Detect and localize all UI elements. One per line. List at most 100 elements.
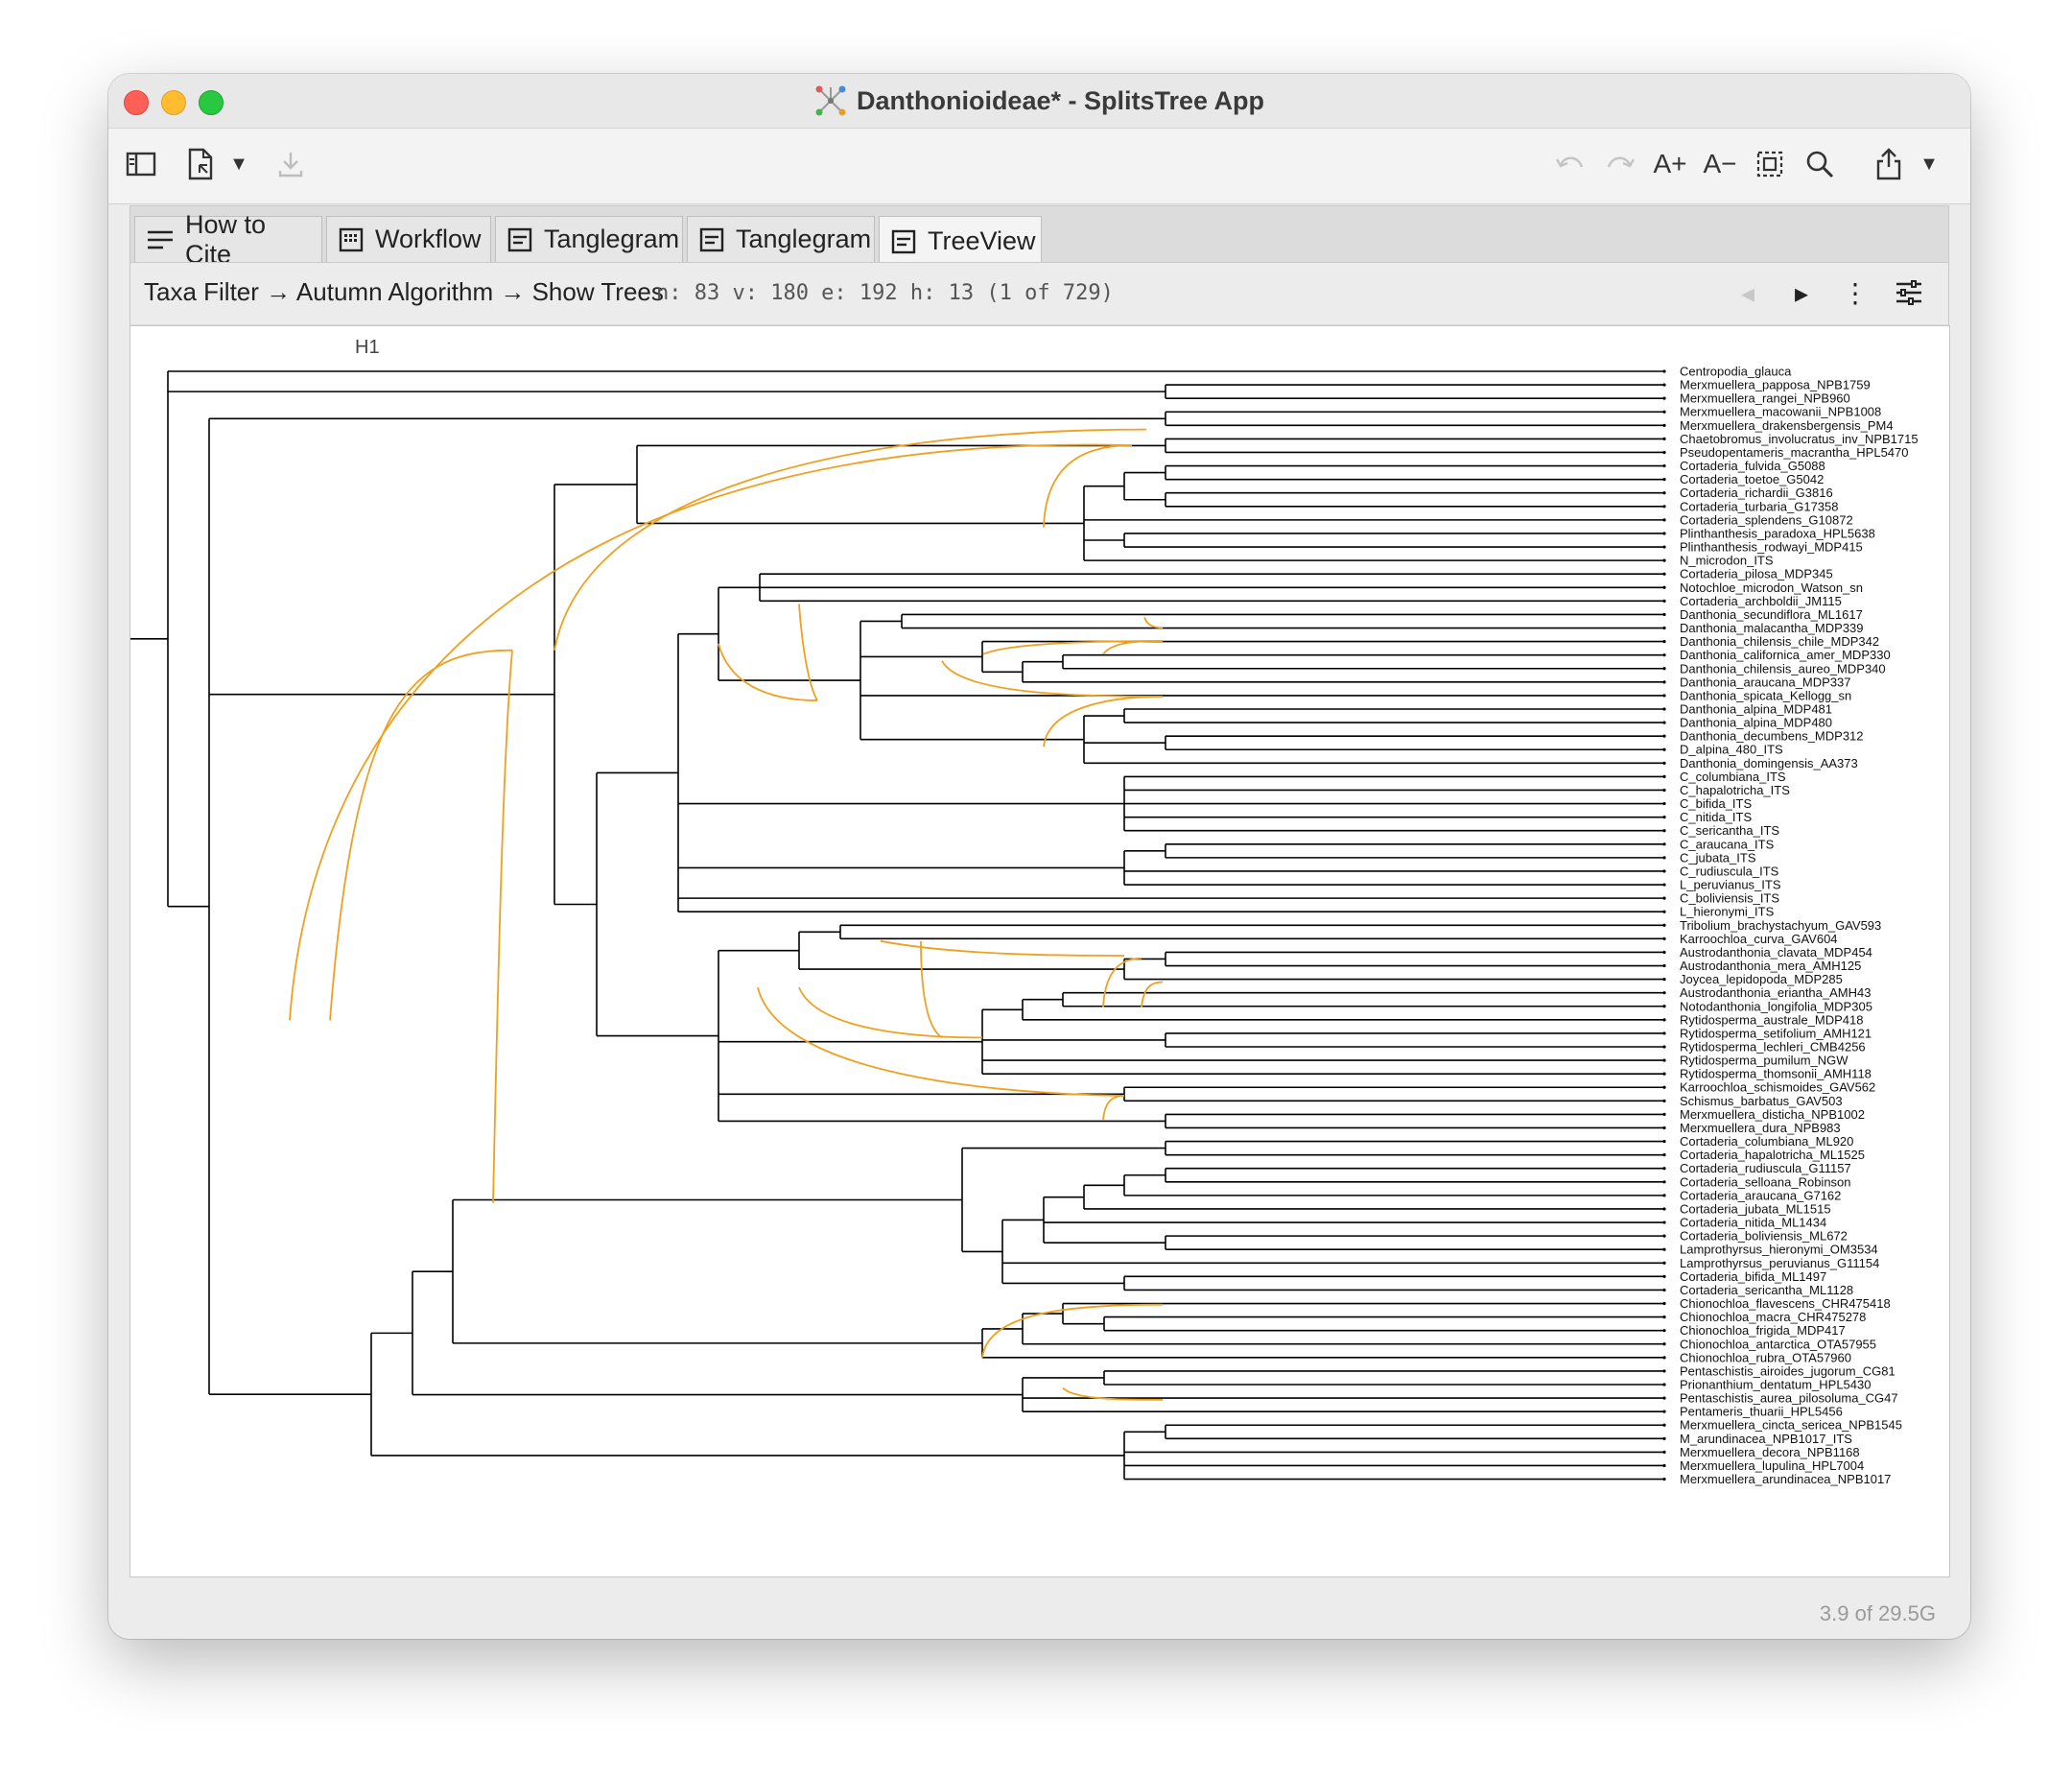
tab-label: TreeView [928, 226, 1036, 255]
taxon-label: Plinthanthesis_rodwayi_MDP415 [1680, 540, 1863, 555]
taxon-label: C_sericantha_ITS [1680, 823, 1779, 838]
reticulate-edge [718, 643, 818, 701]
taxon-label: L_peruvianus_ITS [1680, 878, 1781, 892]
breadcrumb: Taxa Filter → Autumn Algorithm → Show Tr… [144, 277, 664, 306]
taxon-label: Merxmuellera_dura_NPB983 [1680, 1121, 1841, 1135]
taxon-label: Rytidosperma_lechleri_CMB4256 [1680, 1040, 1866, 1054]
reticulate-edge [982, 640, 1164, 655]
taxon-label: Cortaderia_bifida_ML1497 [1680, 1269, 1826, 1284]
taxon-label: D_alpina_480_ITS [1680, 743, 1783, 757]
tab-tanglegram-1[interactable]: Tanglegram [495, 216, 683, 262]
taxon-label: Austrodanthonia_mera_AMH125 [1680, 959, 1861, 973]
taxon-label: Cortaderia_fulvida_G5088 [1680, 459, 1825, 473]
taxon-label: C_rudiuscula_ITS [1680, 864, 1779, 878]
zoom-window-button[interactable] [199, 90, 224, 115]
taxon-label: Cortaderia_pilosa_MDP345 [1680, 567, 1833, 581]
taxon-label: Schismus_barbatus_GAV503 [1680, 1094, 1843, 1108]
redo-icon[interactable] [1601, 145, 1639, 183]
taxon-label: Cortaderia_rudiuscula_G11157 [1680, 1161, 1851, 1175]
taxon-label: Merxmuellera_macowanii_NPB1008 [1680, 405, 1881, 419]
app-window: Danthonioideae* - SplitsTree App ▼ A+ A− [108, 74, 1970, 1639]
taxon-label: Chaetobromus_involucratus_inv_NPB1715 [1680, 432, 1919, 446]
format-settings-icon[interactable] [1891, 272, 1927, 313]
title-bar[interactable]: Danthonioideae* - SplitsTree App [108, 74, 1970, 129]
font-increase-icon[interactable]: A+ [1653, 149, 1687, 178]
taxon-label: Cortaderia_jubata_ML1515 [1680, 1201, 1831, 1216]
taxon-label: Merxmuellera_papposa_NPB1759 [1680, 378, 1871, 392]
document-icon [507, 227, 532, 251]
taxon-label: Danthonia_alpina_MDP481 [1680, 702, 1832, 717]
tab-label: Tanglegram [736, 225, 872, 253]
download-icon[interactable] [271, 145, 310, 183]
taxon-label: Rytidosperma_australe_MDP418 [1680, 1012, 1863, 1027]
taxon-label: C_araucana_ITS [1680, 837, 1775, 851]
chevron-down-icon[interactable]: ▼ [1919, 153, 1939, 175]
taxon-label: Chionochloa_frigida_MDP417 [1680, 1323, 1846, 1338]
taxon-label: Danthonia_californica_amer_MDP330 [1680, 648, 1891, 662]
minimize-window-button[interactable] [161, 90, 186, 115]
reticulate-edge [757, 986, 1125, 1097]
taxon-label: Merxmuellera_rangei_NPB960 [1680, 391, 1850, 406]
taxon-label: C_nitida_ITS [1680, 810, 1752, 824]
taxon-label: Danthonia_malacantha_MDP339 [1680, 621, 1864, 635]
taxon-label: Austrodanthonia_clavata_MDP454 [1680, 945, 1872, 960]
taxon-label: L_hieronymi_ITS [1680, 905, 1775, 919]
taxon-label: Pentaschistis_airoides_jugorum_CG81 [1680, 1363, 1895, 1378]
close-window-button[interactable] [124, 90, 149, 115]
taxon-label: Danthonia_chilensis_aureo_MDP340 [1680, 661, 1886, 675]
taxon-label: Cortaderia_archboldii_JM115 [1680, 594, 1842, 608]
tab-area: How to Cite Workflow Tanglegram Tanglegr… [130, 205, 1949, 326]
tab-workflow[interactable]: Workflow [326, 216, 491, 262]
new-file-icon[interactable] [181, 145, 220, 183]
reticulate-edge [798, 986, 983, 1039]
tab-label: Tanglegram [544, 225, 680, 253]
workflow-icon [339, 227, 364, 251]
sidebar-icon[interactable] [122, 145, 160, 183]
taxon-label: Chionochloa_rubra_OTA57960 [1680, 1350, 1851, 1364]
taxon-label: Cortaderia_araucana_G7162 [1680, 1188, 1841, 1202]
taxon-label: Austrodanthonia_eriantha_AMH43 [1680, 985, 1871, 1000]
toolbar: ▼ A+ A− ▼ [108, 129, 1970, 204]
taxon-label: Chionochloa_flavescens_CHR475418 [1680, 1296, 1891, 1311]
taxon-label: Rytidosperma_thomsonii_AMH118 [1680, 1067, 1872, 1081]
undo-icon[interactable] [1551, 145, 1589, 183]
taxon-label: Cortaderia_columbiana_ML920 [1680, 1134, 1853, 1149]
phylogenetic-network[interactable]: H1Centropodia_glaucaMerxmuellera_papposa… [130, 326, 1949, 1576]
taxon-label: Cortaderia_splendens_G10872 [1680, 512, 1853, 527]
font-decrease-icon[interactable]: A− [1703, 149, 1737, 178]
more-options-icon[interactable]: ⋮ [1842, 277, 1869, 308]
taxon-label: Merxmuellera_decora_NPB1168 [1680, 1445, 1860, 1459]
taxon-label: Danthonia_secundiflora_ML1617 [1680, 607, 1863, 622]
taxon-label: Tribolium_brachystachyum_GAV593 [1680, 918, 1881, 933]
treeview-header: Taxa Filter → Autumn Algorithm → Show Tr… [130, 262, 1948, 324]
taxon-label: Danthonia_araucana_MDP337 [1680, 675, 1851, 689]
reticulate-edge [1143, 616, 1164, 629]
taxon-label: Cortaderia_hapalotricha_ML1525 [1680, 1148, 1865, 1162]
document-icon [891, 229, 916, 253]
taxon-label: Cortaderia_toetoe_G5042 [1680, 472, 1824, 486]
next-tree-icon[interactable]: ▸ [1794, 277, 1809, 308]
chevron-down-icon[interactable]: ▼ [229, 153, 248, 175]
taxon-label: Merxmuellera_lupulina_HPL7004 [1680, 1458, 1864, 1473]
reticulate-edge [941, 660, 1164, 698]
document-icon [699, 227, 724, 251]
share-icon[interactable] [1870, 145, 1908, 183]
search-icon[interactable] [1801, 145, 1839, 183]
taxon-label: Danthonia_decumbens_MDP312 [1680, 729, 1864, 744]
tab-treeview[interactable]: TreeView [879, 216, 1042, 266]
window-title: Danthonioideae* - SplitsTree App [856, 85, 1265, 115]
memory-status: 3.9 of 29.5G [1819, 1601, 1936, 1625]
taxon-label: Rytidosperma_setifolium_AMH121 [1680, 1026, 1872, 1040]
taxon-label: Cortaderia_nitida_ML1434 [1680, 1216, 1826, 1230]
taxon-label: M_arundinacea_NPB1017_ITS [1680, 1432, 1852, 1446]
taxon-label: Cortaderia_selloana_Robinson [1680, 1174, 1851, 1189]
taxon-label: Karroochloa_schismoides_GAV562 [1680, 1080, 1875, 1095]
tab-tanglegram-2[interactable]: Tanglegram [687, 216, 875, 262]
taxon-label: Plinthanthesis_paradoxa_HPL5638 [1680, 526, 1875, 540]
previous-tree-icon[interactable]: ◂ [1740, 277, 1755, 308]
taxon-label: Chionochloa_macra_CHR475278 [1680, 1310, 1866, 1324]
select-all-icon[interactable] [1751, 145, 1789, 183]
tab-how-to-cite[interactable]: How to Cite [134, 210, 322, 269]
splitstree-app-icon [815, 85, 846, 116]
